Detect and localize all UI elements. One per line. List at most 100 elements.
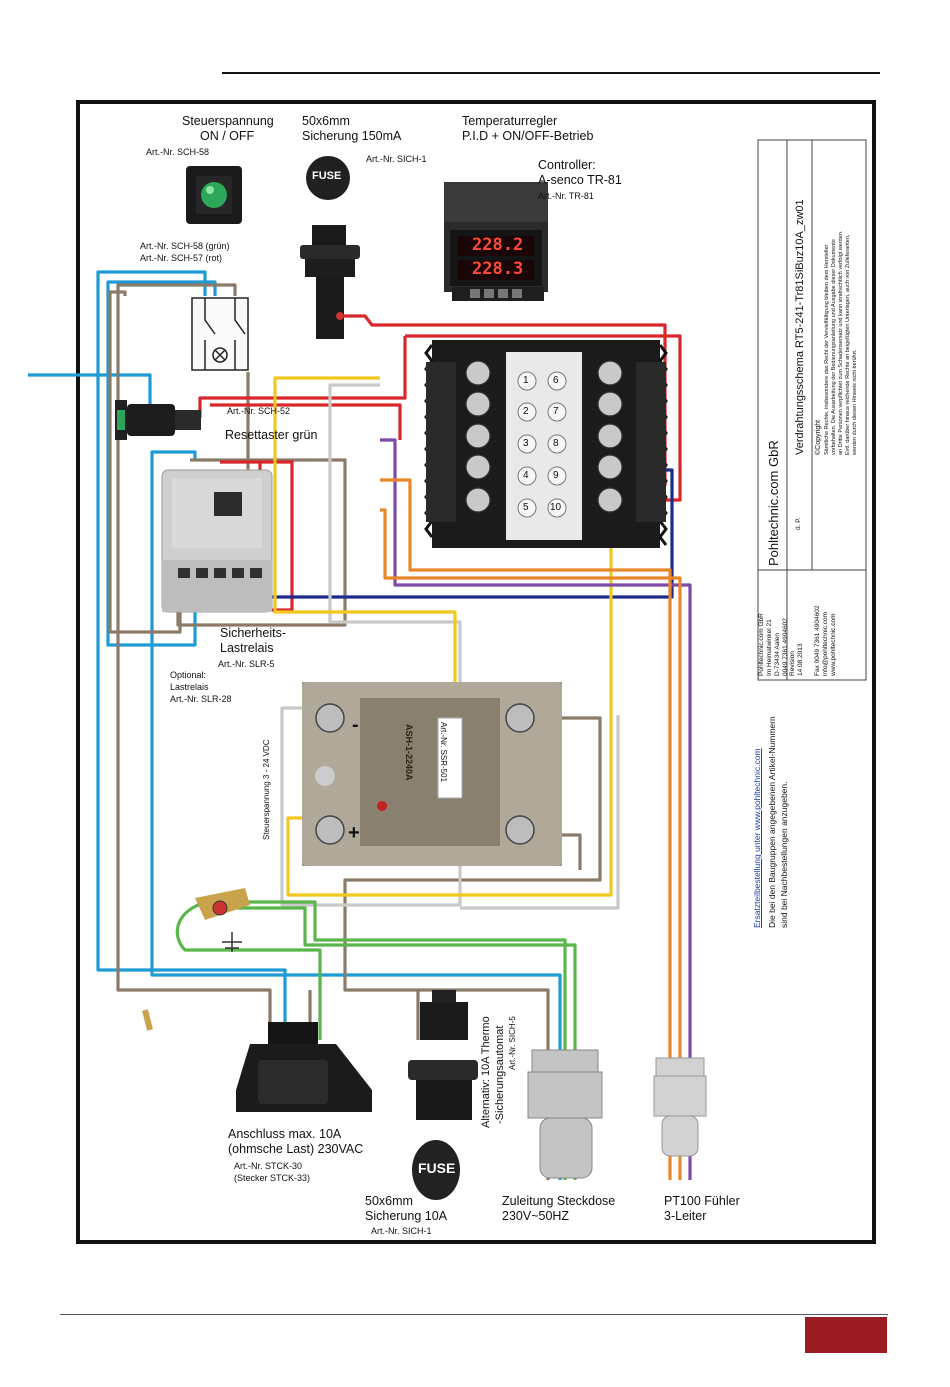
- wire-green: [225, 906, 577, 1180]
- order-note: Die bei den Baugruppen angegebenen Artik…: [767, 716, 777, 928]
- order-link[interactable]: Ersatzteilbestellung unter www.pohltechn…: [752, 748, 762, 928]
- controller-pv-display: 228.2: [472, 235, 524, 255]
- terminal-number: 8: [553, 438, 559, 449]
- fuse-small-title: 50x6mm: [302, 114, 350, 128]
- header-rule: [222, 72, 880, 74]
- switch-variant-red: Art.-Nr. SCH-57 (rot): [140, 253, 223, 263]
- titleblock-copyright-line: werden durch diesen Hinweis nicht berühr…: [852, 349, 858, 455]
- titleblock-schema: Verdrahtungsschema RT5-241-Tr81SiBuz10A_…: [794, 199, 806, 455]
- cable-gland-pt100: [653, 1057, 707, 1157]
- relay-label-2: Lastrelais: [220, 641, 274, 655]
- terminal-number: 6: [553, 375, 559, 386]
- fuse-cap-label: FUSE: [312, 170, 342, 182]
- title-block: [757, 139, 867, 681]
- relay-label: Sicherheits-: [220, 626, 286, 640]
- titleblock-address: Fax 0049 7361 4904602: [814, 605, 821, 676]
- wire-orange: [380, 478, 672, 1180]
- controller-terminal-block: [424, 340, 668, 548]
- footer-rule: [60, 1314, 888, 1315]
- pt100-label: PT100 Fühler: [664, 1194, 740, 1208]
- breaker-art: Art.-Nr. SICH-5: [508, 1016, 517, 1070]
- rocker-switch: [186, 166, 242, 224]
- controller-title: Temperaturregler: [462, 114, 558, 128]
- titleblock-address: D-73434 Aalen: [774, 632, 781, 676]
- titleblock-address: www.pohltechnic.com: [830, 613, 837, 677]
- breaker-alternative-2: -Sicherungsautomat: [494, 1025, 506, 1124]
- terminal-number: 2: [523, 406, 529, 417]
- relay-art: Art.-Nr. SLR-5: [218, 659, 275, 669]
- wire-grey: [460, 715, 620, 910]
- switch-symbol: [191, 297, 249, 371]
- ssr-art-label: Art.-Nr. SSR-501: [439, 722, 448, 783]
- terminal-number: 1: [523, 375, 529, 386]
- titleblock-copyright-head: ©Copyright: [815, 419, 822, 455]
- titleblock-copyright-line: vorbehalten. Die Ausarbeitung der Bedien…: [831, 239, 837, 455]
- terminal-number: 7: [553, 406, 559, 417]
- titleblock-revision-date: 14.08.2013: [797, 643, 804, 676]
- fuse-holder-large: [408, 990, 478, 1200]
- fuse-large-title: 50x6mm: [365, 1194, 413, 1208]
- ssr-model-label: ASH-1-2240A: [404, 724, 414, 781]
- relay-optional-art: Art.-Nr. SLR-28: [170, 694, 232, 704]
- solid-state-relay: [302, 682, 562, 866]
- controller-sv-display: 228.3: [472, 259, 524, 279]
- pt100-wires: 3-Leiter: [664, 1209, 707, 1223]
- ssr-control-voltage: Steuerspannung 3 - 24 VDC: [262, 739, 271, 840]
- mains-cable-label: Zuleitung Steckdose: [502, 1194, 616, 1208]
- wire-blue: [150, 450, 562, 1180]
- temperature-controller: [444, 182, 548, 301]
- inlet-art: Art.-Nr. STCK-30: [234, 1161, 303, 1171]
- inlet-art-2: (Stecker STCK-33): [234, 1173, 311, 1183]
- titleblock-copyright-line: an Dritte Personen verpflichtet zum Scha…: [838, 230, 844, 455]
- inlet-label-2: (ohmsche Last) 230VAC: [228, 1142, 364, 1156]
- controller-name: Controller:: [538, 158, 596, 172]
- ssr-plus: +: [348, 822, 360, 844]
- fuse-large-art: Art.-Nr. SICH-1: [371, 1226, 432, 1236]
- titleblock-company: Pohltechnic.com GbR: [766, 440, 781, 566]
- titleblock-address: Pohltechnic.com GbR: [758, 613, 765, 676]
- mains-cable-voltage: 230V~50HZ: [502, 1209, 570, 1223]
- inlet-label: Anschluss max. 10A: [228, 1127, 342, 1141]
- titleblock-address: info@pohltechnic.com: [822, 611, 829, 676]
- safety-relay: [161, 469, 273, 613]
- power-inlet: [236, 1022, 372, 1112]
- wire-blue: [28, 373, 152, 410]
- breaker-alternative: Alternativ: 10A Thermo: [480, 1016, 492, 1128]
- wire-purple: [380, 438, 692, 1180]
- diagram-frame: [76, 100, 876, 1244]
- earth-connector: [142, 888, 250, 1031]
- terminal-number: 4: [523, 470, 529, 481]
- wire-red: [198, 336, 407, 418]
- wire-red: [210, 403, 402, 440]
- controller-mode: P.I.D + ON/OFF-Betrieb: [462, 129, 594, 143]
- ssr-minus: -: [352, 714, 359, 736]
- switch-variant-green: Art.-Nr. SCH-58 (grün): [140, 241, 230, 251]
- page-number-tab: [805, 1317, 887, 1353]
- fuse-holder-small: [300, 156, 360, 339]
- wire-green: [230, 900, 567, 1180]
- fuse-cap-large-label: FUSE: [418, 1160, 456, 1176]
- terminal-number: 10: [550, 502, 562, 513]
- titleblock-address: Im Heimatwinkel 21: [766, 619, 773, 676]
- wire-blue: [96, 270, 287, 1040]
- controller-art: Art.-Nr. TR-81: [538, 191, 594, 201]
- titleblock-copyright-line: Sämtliche Rechte, insbesondere das Recht…: [824, 244, 830, 455]
- wire-brown: [116, 283, 272, 1040]
- wire-orange: [380, 508, 682, 1180]
- reset-art: Art.-Nr. SCH-52: [227, 406, 291, 416]
- fuse-small-subtitle: Sicherung 150mA: [302, 129, 402, 143]
- reset-button-component: [115, 400, 201, 440]
- titleblock-revision-label: Revision: [789, 651, 796, 676]
- terminal-number: 5: [523, 502, 529, 513]
- switch-art: Art.-Nr. SCH-58: [146, 147, 210, 157]
- terminal-number: 3: [523, 438, 529, 449]
- order-note-2: sind bei Nachbestellungen anzugeben.: [779, 781, 789, 928]
- controller-model: A-senco TR-81: [538, 173, 622, 187]
- switch-subtitle: ON / OFF: [200, 129, 255, 143]
- titleblock-copyright-line: Evtl. darüber hinaus reichende Rechte an…: [845, 234, 851, 455]
- terminal-number: 9: [553, 470, 559, 481]
- reset-label: Resettaster grün: [225, 428, 318, 442]
- wire-brown: [176, 458, 347, 627]
- relay-optional: Optional:: [170, 670, 207, 680]
